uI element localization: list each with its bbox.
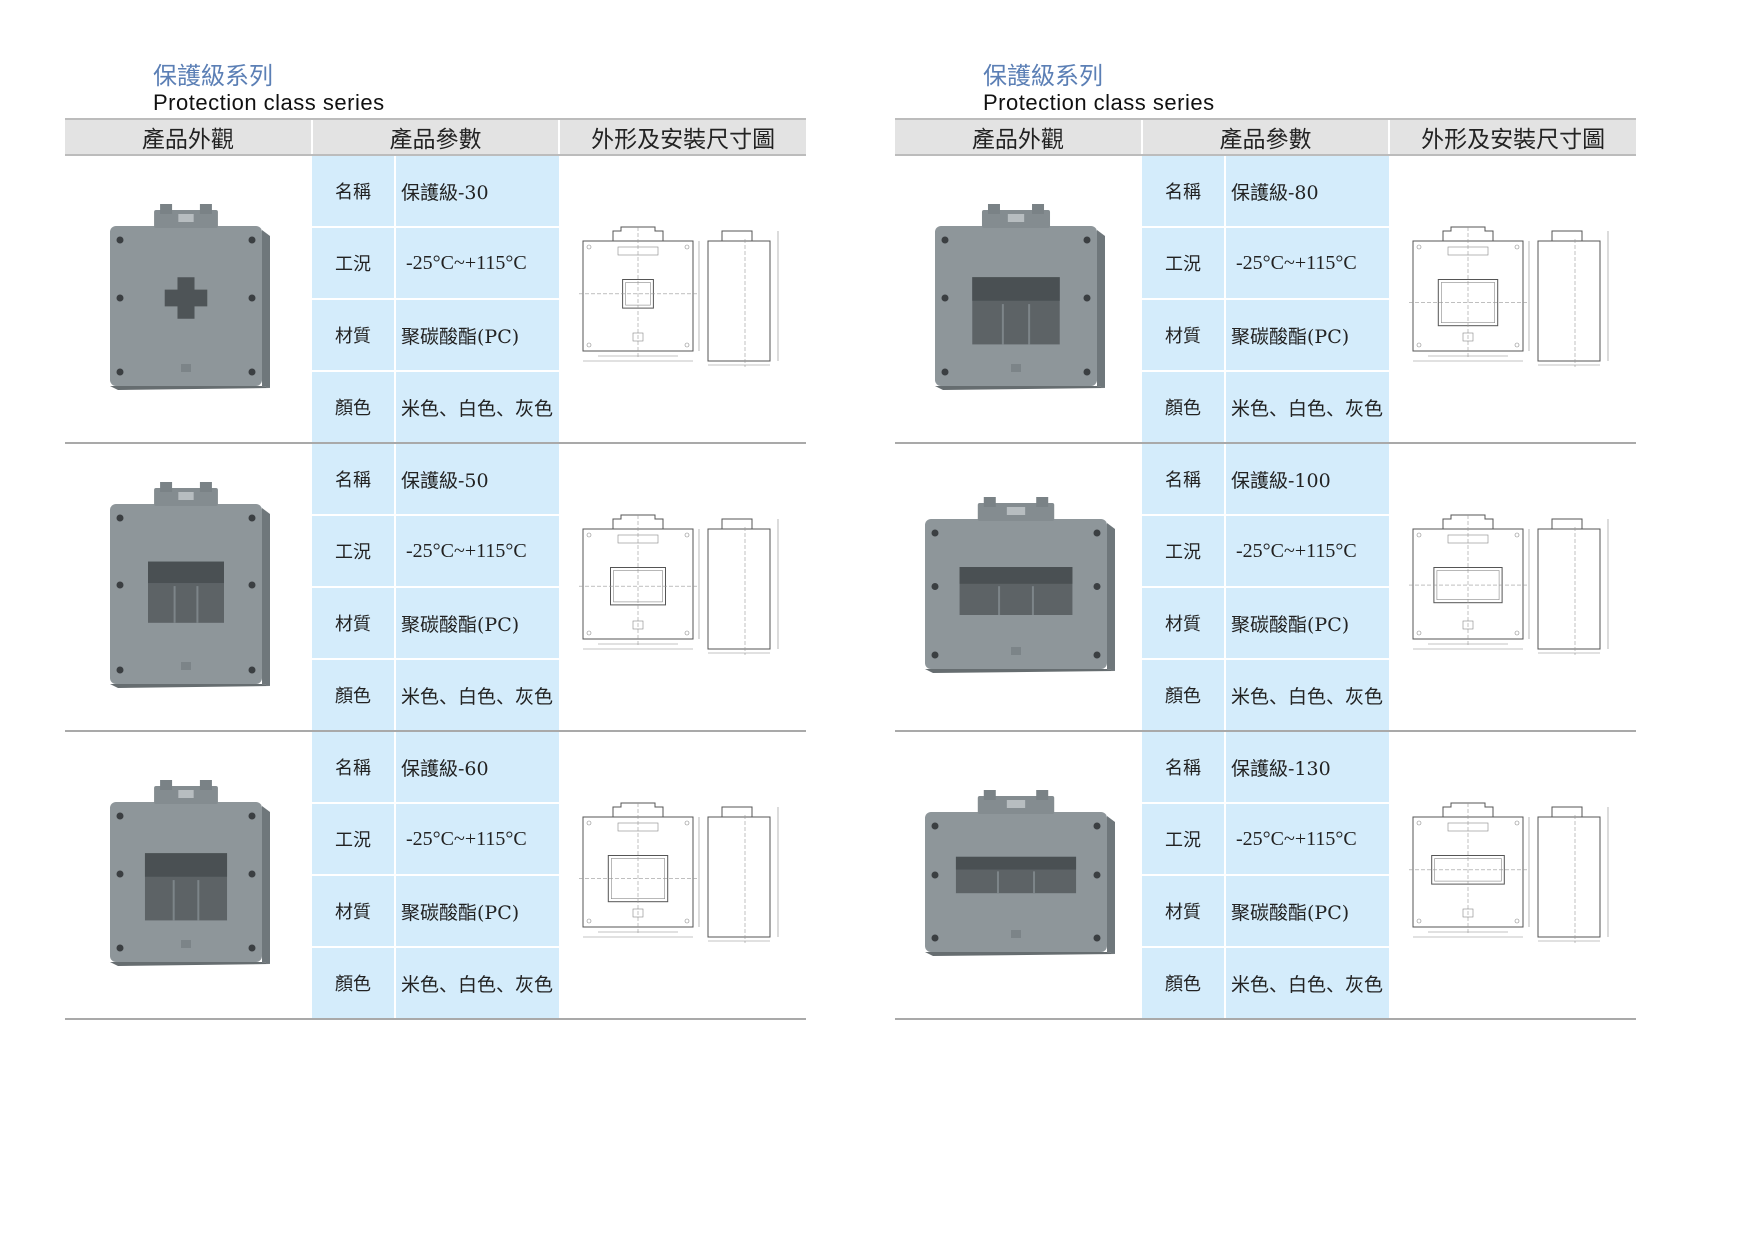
- dimension-drawing: [578, 226, 778, 367]
- param-label: 材質: [312, 588, 396, 658]
- dimension-drawing-cell: [1389, 444, 1636, 730]
- current-transformer-image: [934, 204, 1105, 390]
- table-row: 名稱保護級-100 工況-25°C~+115°C 材質聚碳酸酯(PC) 顏色米色…: [895, 444, 1636, 732]
- dimension-drawing-cell: [559, 444, 806, 730]
- current-transformer-image: [924, 497, 1115, 673]
- param-value-material: 聚碳酸酯(PC): [1226, 300, 1389, 370]
- parameter-cell: 名稱保護級-60 工況-25°C~+115°C 材質聚碳酸酯(PC) 顏色米色、…: [312, 732, 559, 1018]
- param-value-color: 米色、白色、灰色: [1226, 660, 1389, 730]
- current-transformer-image: [109, 204, 270, 390]
- product-photo-cell: [65, 444, 312, 730]
- param-value-name: 保護級-60: [396, 732, 559, 802]
- dimension-drawing: [1408, 802, 1608, 943]
- header-appearance: 產品外觀: [65, 120, 313, 154]
- header-dimension-drawing: 外形及安裝尺寸圖: [591, 127, 776, 153]
- dimension-drawing-cell: [559, 156, 806, 442]
- series-title-zh: 保護級系列: [983, 62, 1103, 90]
- param-label: 工況: [312, 804, 396, 874]
- param-label: 材質: [1142, 876, 1226, 946]
- param-value-name: 保護級-100: [1226, 444, 1389, 514]
- param-label: 工況: [312, 228, 396, 298]
- param-label: 名稱: [312, 732, 396, 802]
- param-value-color: 米色、白色、灰色: [396, 372, 559, 442]
- param-label: 工況: [1142, 228, 1226, 298]
- param-value-condition: -25°C~+115°C: [1226, 228, 1389, 298]
- param-label: 名稱: [1142, 732, 1226, 802]
- param-value-material: 聚碳酸酯(PC): [1226, 588, 1389, 658]
- parameter-cell: 名稱保護級-30 工況-25°C~+115°C 材質聚碳酸酯(PC) 顏色米色、…: [312, 156, 559, 442]
- param-label: 材質: [312, 300, 396, 370]
- series-title-en: Protection class series: [153, 90, 385, 115]
- param-value-color: 米色、白色、灰色: [396, 948, 559, 1018]
- header-parameters: 產品參數: [1143, 120, 1391, 154]
- dimension-drawing: [578, 514, 778, 655]
- param-value-condition: -25°C~+115°C: [396, 516, 559, 586]
- parameter-cell: 名稱保護級-100 工況-25°C~+115°C 材質聚碳酸酯(PC) 顏色米色…: [1142, 444, 1389, 730]
- parameter-cell: 名稱保護級-50 工況-25°C~+115°C 材質聚碳酸酯(PC) 顏色米色、…: [312, 444, 559, 730]
- product-photo-cell: [65, 732, 312, 1018]
- dimension-drawing: [578, 802, 778, 943]
- param-value-condition: -25°C~+115°C: [1226, 516, 1389, 586]
- param-value-name: 保護級-130: [1226, 732, 1389, 802]
- param-value-color: 米色、白色、灰色: [1226, 372, 1389, 442]
- header-parameters: 產品參數: [313, 120, 561, 154]
- spec-table: 產品外觀 產品參數 外形及安裝尺寸圖 名稱保護級-80 工況-25°C~+115…: [895, 118, 1636, 1020]
- dimension-drawing-cell: [1389, 732, 1636, 1018]
- series-title-en: Protection class series: [983, 90, 1215, 115]
- param-value-color: 米色、白色、灰色: [396, 660, 559, 730]
- param-label: 工況: [1142, 516, 1226, 586]
- product-photo-cell: [895, 732, 1142, 1018]
- param-label: 名稱: [1142, 156, 1226, 226]
- param-label: 工況: [1142, 804, 1226, 874]
- parameter-cell: 名稱保護級-80 工況-25°C~+115°C 材質聚碳酸酯(PC) 顏色米色、…: [1142, 156, 1389, 442]
- param-value-condition: -25°C~+115°C: [1226, 804, 1389, 874]
- current-transformer-image: [924, 790, 1115, 956]
- param-label: 顏色: [1142, 948, 1226, 1018]
- spec-table: 產品外觀 產品參數 外形及安裝尺寸圖 名稱保護級-30 工況-25°C~+115…: [65, 118, 806, 1020]
- param-label: 顏色: [312, 948, 396, 1018]
- header-dimension-drawing: 外形及安裝尺寸圖: [1421, 127, 1606, 153]
- table-row: 名稱保護級-130 工況-25°C~+115°C 材質聚碳酸酯(PC) 顏色米色…: [895, 732, 1636, 1020]
- param-label: 顏色: [312, 660, 396, 730]
- dimension-drawing: [1408, 226, 1608, 367]
- param-label: 名稱: [312, 156, 396, 226]
- param-value-name: 保護級-80: [1226, 156, 1389, 226]
- table-row: 名稱保護級-60 工況-25°C~+115°C 材質聚碳酸酯(PC) 顏色米色、…: [65, 732, 806, 1020]
- param-value-name: 保護級-30: [396, 156, 559, 226]
- table-header: 產品外觀 產品參數 外形及安裝尺寸圖: [65, 118, 806, 156]
- param-label: 材質: [1142, 300, 1226, 370]
- current-transformer-image: [109, 482, 270, 688]
- param-label: 顏色: [1142, 660, 1226, 730]
- param-label: 工況: [312, 516, 396, 586]
- param-value-material: 聚碳酸酯(PC): [396, 876, 559, 946]
- param-label: 材質: [312, 876, 396, 946]
- table-row: 名稱保護級-80 工況-25°C~+115°C 材質聚碳酸酯(PC) 顏色米色、…: [895, 156, 1636, 444]
- param-label: 顏色: [312, 372, 396, 442]
- product-photo-cell: [895, 156, 1142, 442]
- dimension-drawing-cell: [1389, 156, 1636, 442]
- param-label: 名稱: [312, 444, 396, 514]
- param-value-material: 聚碳酸酯(PC): [396, 588, 559, 658]
- current-transformer-image: [109, 780, 270, 966]
- header-appearance: 產品外觀: [895, 120, 1143, 154]
- table-header: 產品外觀 產品參數 外形及安裝尺寸圖: [895, 118, 1636, 156]
- dimension-drawing-cell: [559, 732, 806, 1018]
- param-label: 名稱: [1142, 444, 1226, 514]
- param-label: 材質: [1142, 588, 1226, 658]
- param-label: 顏色: [1142, 372, 1226, 442]
- param-value-material: 聚碳酸酯(PC): [396, 300, 559, 370]
- dimension-drawing: [1408, 514, 1608, 655]
- parameter-cell: 名稱保護級-130 工況-25°C~+115°C 材質聚碳酸酯(PC) 顏色米色…: [1142, 732, 1389, 1018]
- table-row: 名稱保護級-30 工況-25°C~+115°C 材質聚碳酸酯(PC) 顏色米色、…: [65, 156, 806, 444]
- series-title-zh: 保護級系列: [153, 62, 273, 90]
- product-photo-cell: [895, 444, 1142, 730]
- table-row: 名稱保護級-50 工況-25°C~+115°C 材質聚碳酸酯(PC) 顏色米色、…: [65, 444, 806, 732]
- param-value-name: 保護級-50: [396, 444, 559, 514]
- param-value-material: 聚碳酸酯(PC): [1226, 876, 1389, 946]
- param-value-condition: -25°C~+115°C: [396, 804, 559, 874]
- param-value-condition: -25°C~+115°C: [396, 228, 559, 298]
- product-photo-cell: [65, 156, 312, 442]
- param-value-color: 米色、白色、灰色: [1226, 948, 1389, 1018]
